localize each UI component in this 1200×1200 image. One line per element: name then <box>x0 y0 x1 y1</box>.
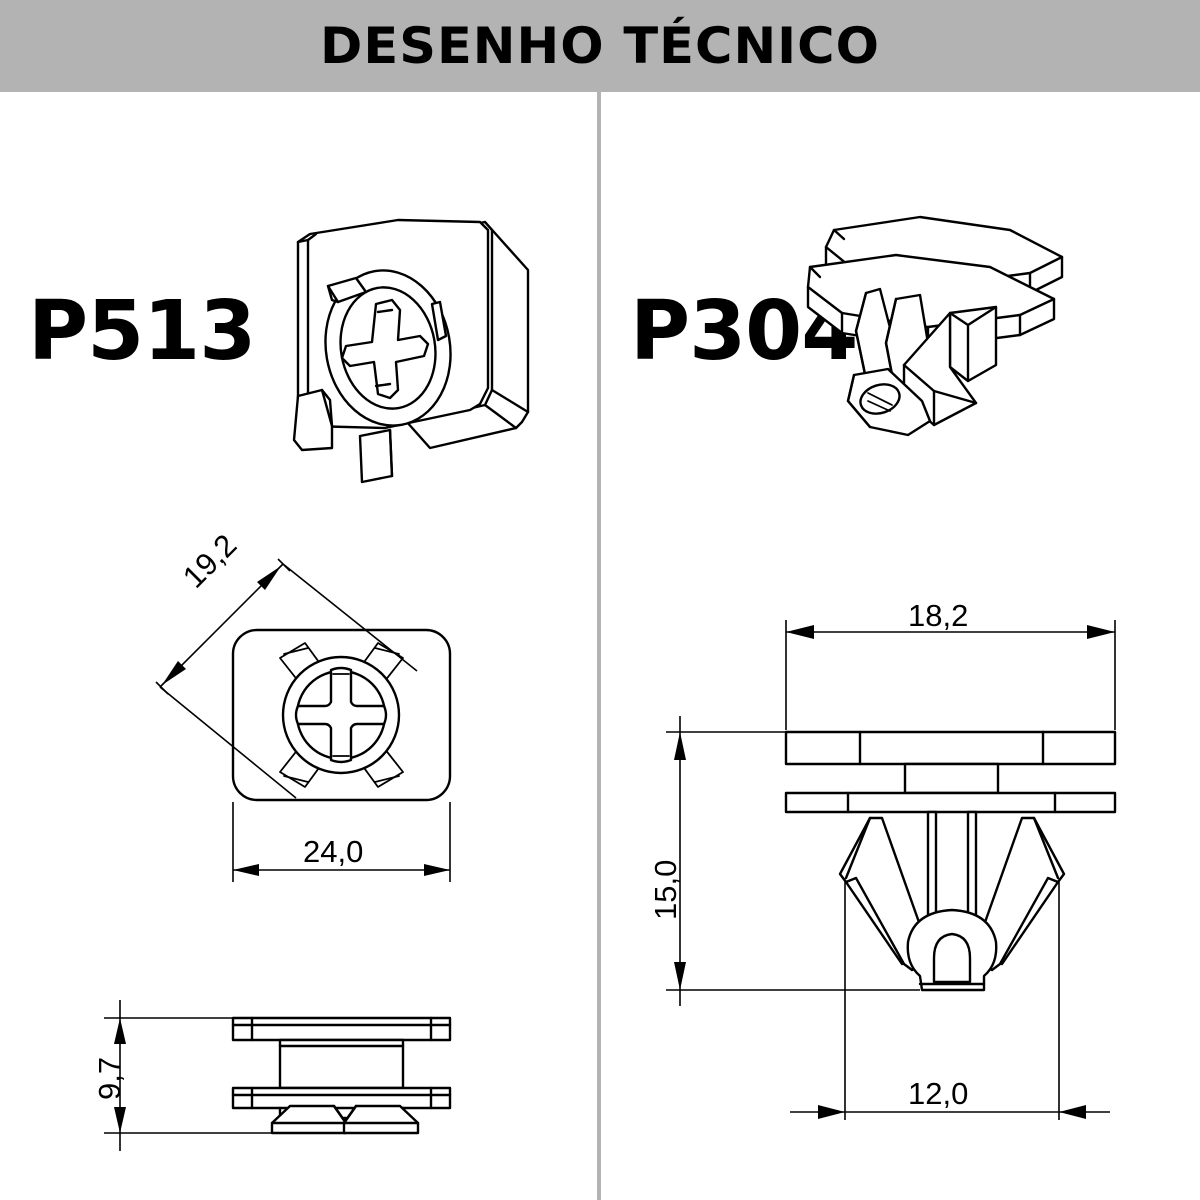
dimension-24-0: 24,0 <box>303 834 364 869</box>
p513-side-view <box>104 1000 452 1151</box>
p513-isometric-view <box>292 218 530 484</box>
panel-divider <box>597 92 601 1200</box>
dimension-15-0: 15,0 <box>648 859 683 920</box>
dimension-9-7: 9,7 <box>92 1056 127 1100</box>
dimension-18-2: 18,2 <box>908 598 969 633</box>
header-band <box>0 0 1200 92</box>
p304-front-view <box>666 620 1117 1120</box>
dimension-12-0: 12,0 <box>908 1076 969 1111</box>
p304-isometric-view <box>806 215 1064 437</box>
page-title: DESENHO TÉCNICO <box>319 17 881 75</box>
p513-top-view <box>155 558 452 882</box>
part-label-p513: P513 <box>28 284 256 379</box>
